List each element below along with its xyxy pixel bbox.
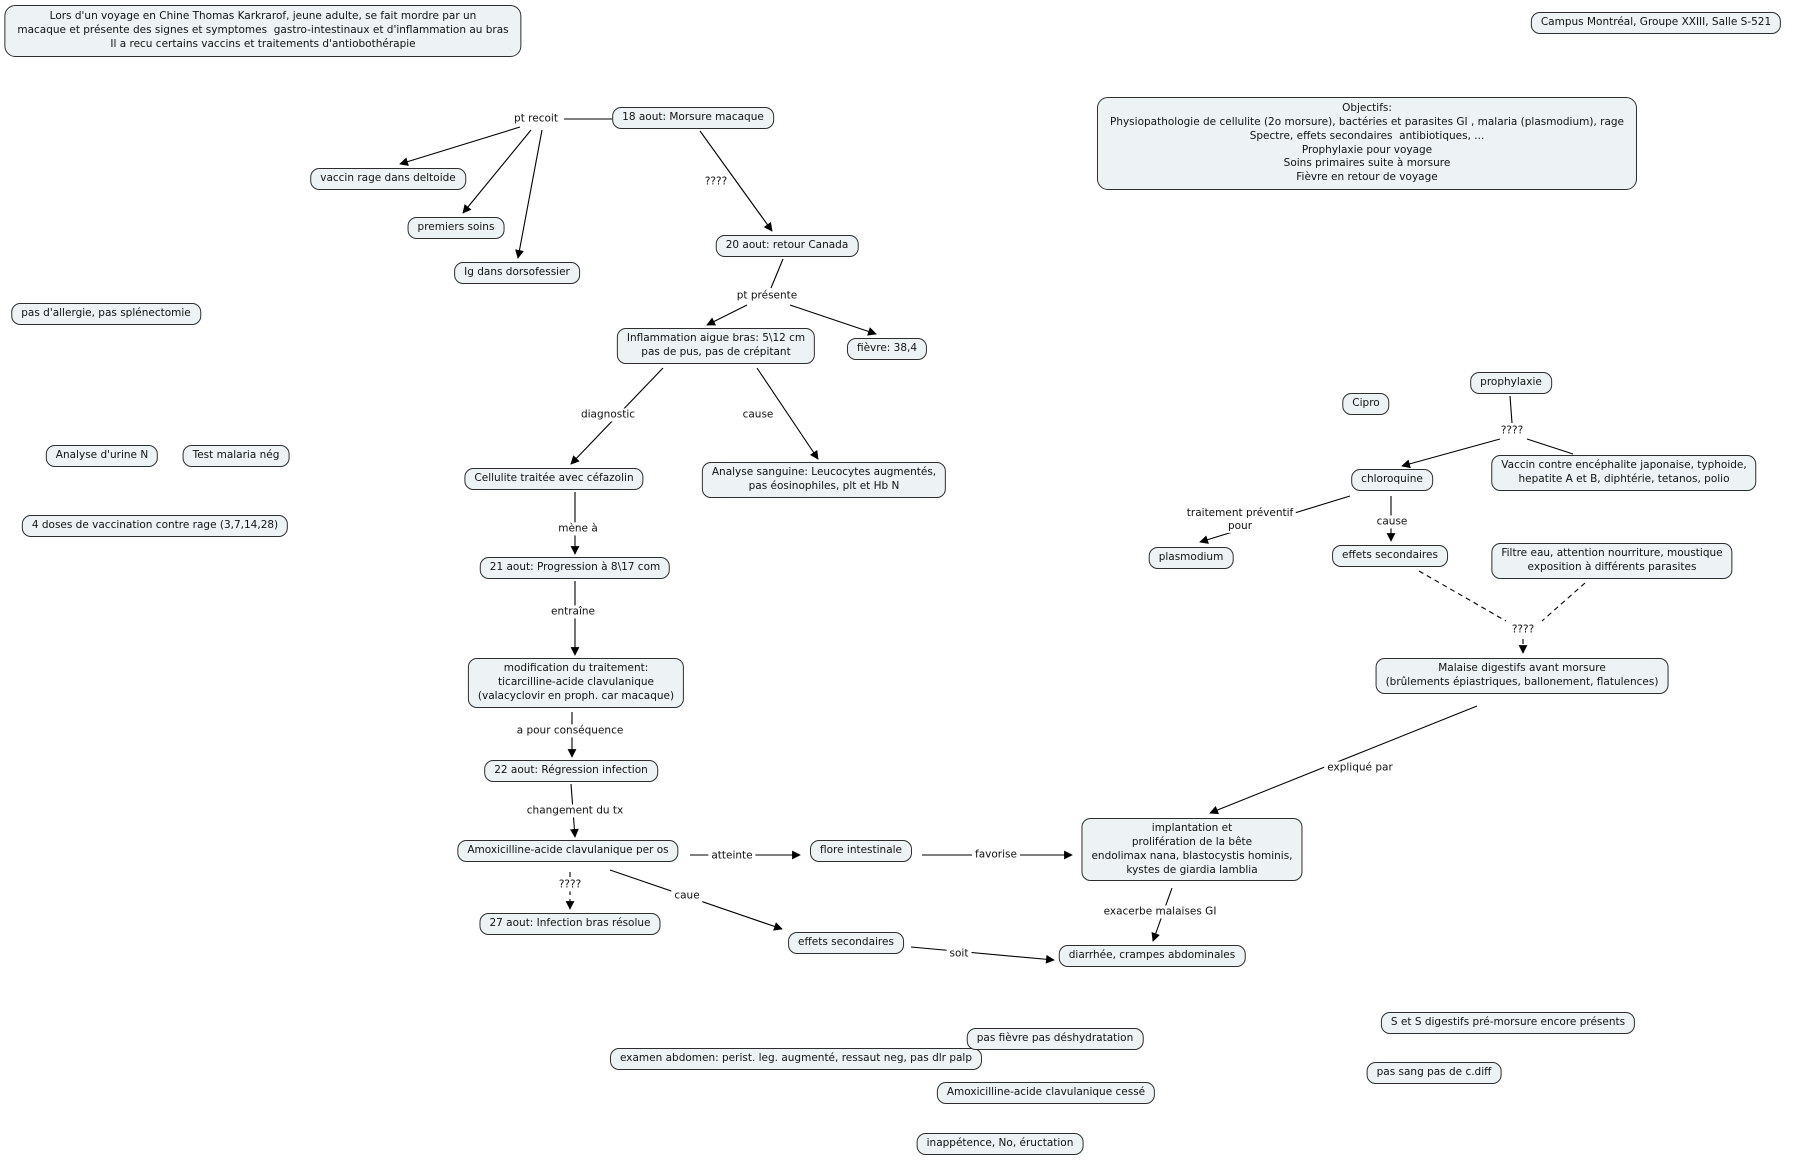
node-flore-intestinale[interactable]: flore intestinale bbox=[809, 840, 913, 862]
node-examen-abdomen[interactable]: examen abdomen: perist. leg. augmenté, r… bbox=[609, 1048, 983, 1070]
node-amoxicilline-per-os[interactable]: Amoxicilline-acide clavulanique per os bbox=[457, 840, 679, 862]
node-effets-secondaires-chloroquine[interactable]: effets secondaires bbox=[1332, 545, 1448, 567]
edge-prophylaxie-q3 bbox=[1509, 395, 1513, 424]
node-implantation-parasites[interactable]: implantation et prolifération de la bête… bbox=[1081, 818, 1303, 882]
edge-malaise-implantation bbox=[1209, 705, 1478, 815]
objectives-box[interactable]: Objectifs: Physiopathologie de cellulite… bbox=[1096, 97, 1638, 191]
link-label-pt-presente[interactable]: pt présente bbox=[733, 289, 801, 303]
link-label-atteinte[interactable]: atteinte bbox=[708, 849, 756, 863]
node-progression[interactable]: 21 aout: Progression à 8\17 com bbox=[479, 557, 671, 579]
node-filtre-eau[interactable]: Filtre eau, attention nourriture, mousti… bbox=[1491, 543, 1733, 579]
node-morsure-macaque[interactable]: 18 aout: Morsure macaque bbox=[612, 107, 774, 129]
node-infection-resolue[interactable]: 27 aout: Infection bras résolue bbox=[479, 913, 661, 935]
edge-effets-diarrhee bbox=[910, 946, 1055, 964]
link-label-traitement-preventif[interactable]: traitement préventif pour bbox=[1183, 506, 1297, 534]
node-amoxicilline-cesse[interactable]: Amoxicilline-acide clavulanique cessé bbox=[936, 1082, 1156, 1104]
node-plasmodium[interactable]: plasmodium bbox=[1148, 547, 1234, 569]
link-label-soit[interactable]: soit bbox=[946, 947, 972, 961]
link-label-pt-recoit[interactable]: pt recoit bbox=[511, 112, 561, 126]
node-ig-dorsofessier[interactable]: Ig dans dorsofessier bbox=[454, 262, 580, 284]
node-premiers-soins[interactable]: premiers soins bbox=[407, 217, 505, 239]
link-label-favorise[interactable]: favorise bbox=[972, 848, 1020, 862]
edge-ptrecoit-igdorso bbox=[515, 129, 543, 259]
edge-ptrecoit-vaccinrage bbox=[399, 126, 521, 166]
link-label-q2[interactable]: ???? bbox=[555, 878, 585, 892]
node-inflammation-bras[interactable]: Inflammation aigue bras: 5\12 cm pas de … bbox=[616, 328, 816, 364]
node-doses-vaccination-rage[interactable]: 4 doses de vaccination contre rage (3,7,… bbox=[21, 515, 289, 537]
link-label-exacerbe[interactable]: exacerbe malaises GI bbox=[1100, 905, 1220, 919]
case-intro-box[interactable]: Lors d'un voyage en Chine Thomas Karkrar… bbox=[4, 5, 522, 57]
node-effets-secondaires-antibio[interactable]: effets secondaires bbox=[788, 932, 904, 954]
node-diarrhee-crampes[interactable]: diarrhée, crampes abdominales bbox=[1058, 945, 1246, 967]
link-label-q1[interactable]: ???? bbox=[701, 175, 731, 189]
node-vaccin-rage-deltoide[interactable]: vaccin rage dans deltoide bbox=[310, 168, 466, 190]
link-label-q4[interactable]: ???? bbox=[1508, 623, 1538, 637]
node-regression-infection[interactable]: 22 aout: Régression infection bbox=[484, 760, 658, 782]
link-label-explique-par[interactable]: expliqué par bbox=[1324, 761, 1396, 775]
node-vaccin-encephalite[interactable]: Vaccin contre encéphalite japonaise, typ… bbox=[1491, 455, 1757, 491]
node-pas-allergie[interactable]: pas d'allergie, pas splénectomie bbox=[11, 303, 201, 325]
edge-filtre-q4 bbox=[1541, 582, 1586, 622]
node-test-malaria[interactable]: Test malaria nég bbox=[182, 445, 290, 467]
edge-ptpresente-fievre bbox=[789, 304, 877, 336]
node-analyse-urine[interactable]: Analyse d'urine N bbox=[45, 445, 159, 467]
node-malaise-digestifs[interactable]: Malaise digestifs avant morsure (brûleme… bbox=[1375, 658, 1669, 694]
link-label-changement-tx[interactable]: changement du tx bbox=[523, 804, 627, 818]
node-analyse-sanguine[interactable]: Analyse sanguine: Leucocytes augmentés, … bbox=[701, 462, 947, 498]
node-pas-sang-cdiff[interactable]: pas sang pas de c.diff bbox=[1366, 1062, 1502, 1084]
link-label-cause-inflammation[interactable]: cause bbox=[739, 408, 777, 422]
node-ss-digestifs-premorsure[interactable]: S et S digestifs pré-morsure encore prés… bbox=[1380, 1012, 1636, 1034]
edge-morsure-retour bbox=[699, 130, 773, 232]
edge-ptrecoit-premierssoins bbox=[462, 129, 532, 214]
node-pas-fievre-deshydratation[interactable]: pas fièvre pas déshydratation bbox=[966, 1028, 1144, 1050]
node-cellulite-cefazolin[interactable]: Cellulite traitée avec céfazolin bbox=[464, 468, 644, 490]
edge-retour-ptpresente bbox=[770, 258, 784, 289]
node-prophylaxie[interactable]: prophylaxie bbox=[1470, 372, 1552, 394]
link-label-entraine[interactable]: entraîne bbox=[547, 605, 599, 619]
link-label-a-pour-consequence[interactable]: a pour conséquence bbox=[513, 724, 627, 738]
edge-q3-chloroquine bbox=[1401, 438, 1501, 469]
campus-box[interactable]: Campus Montréal, Groupe XXIII, Salle S-5… bbox=[1530, 12, 1782, 34]
link-label-q3[interactable]: ???? bbox=[1497, 424, 1527, 438]
edge-ptpresente-inflammation bbox=[706, 304, 748, 326]
node-fievre[interactable]: fièvre: 38,4 bbox=[846, 338, 928, 360]
edge-effetschloro-q4 bbox=[1418, 570, 1507, 622]
node-chloroquine[interactable]: chloroquine bbox=[1351, 469, 1433, 491]
node-modification-traitement[interactable]: modification du traitement: ticarcilline… bbox=[467, 658, 685, 708]
link-label-diagnostic[interactable]: diagnostic bbox=[577, 408, 639, 422]
edge-inflammation-analysesang bbox=[756, 367, 819, 460]
node-retour-canada[interactable]: 20 aout: retour Canada bbox=[715, 235, 859, 257]
edge-q3-vaccinenceph bbox=[1526, 438, 1574, 455]
link-label-caue[interactable]: caue bbox=[671, 889, 703, 903]
node-inappetence[interactable]: inappétence, No, éructation bbox=[916, 1133, 1084, 1155]
node-cipro[interactable]: Cipro bbox=[1342, 393, 1390, 415]
link-label-mene-a[interactable]: mène à bbox=[555, 522, 601, 536]
link-label-cause-chloroquine[interactable]: cause bbox=[1373, 515, 1411, 529]
